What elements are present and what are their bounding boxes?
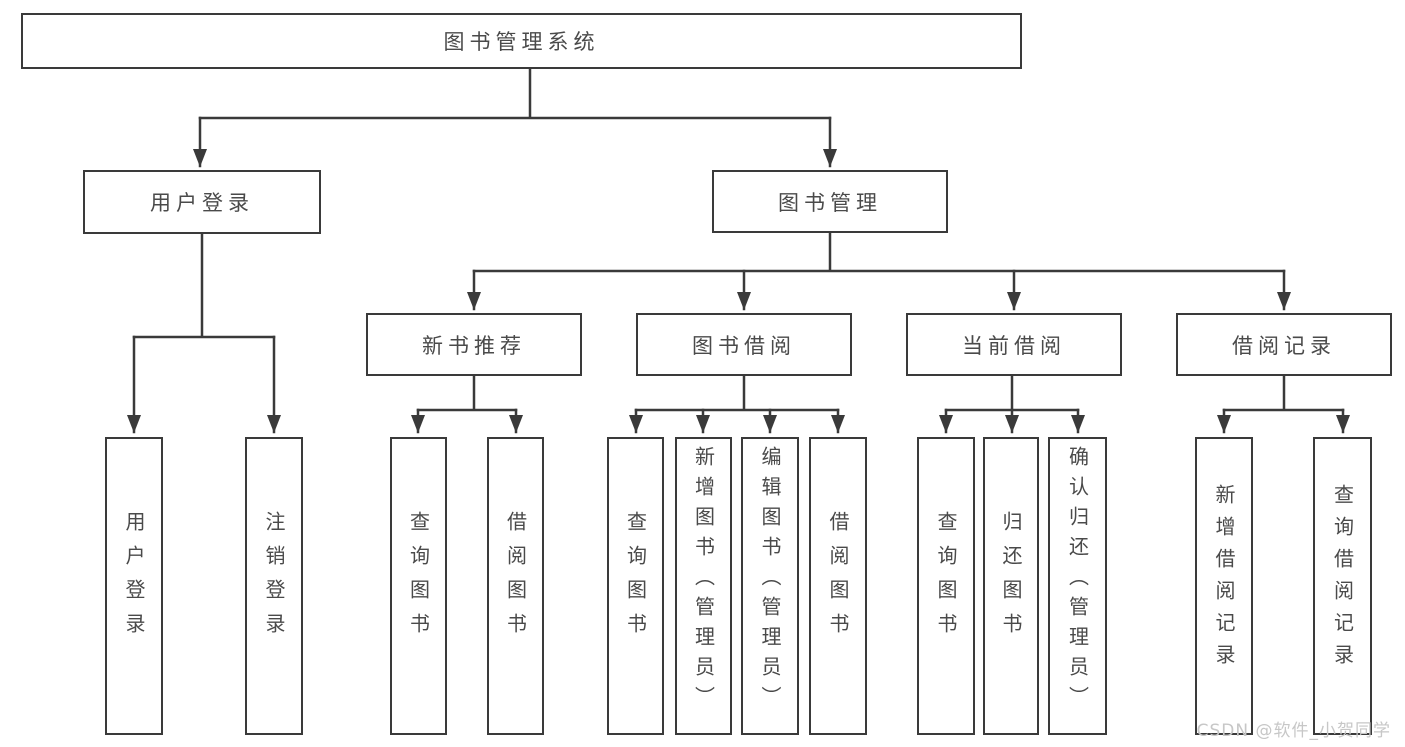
node-user-login-label: 用户登录 [150, 191, 254, 215]
node-user-login: 用户登录 [83, 170, 321, 234]
leaf-edit-book-admin: 编辑图书（管理员） [741, 437, 799, 735]
leaf-query-books-borrow-label: 查询图书 [623, 511, 648, 647]
leaf-logout-label: 注销登录 [262, 511, 286, 647]
connector-borrow-records-split [1217, 374, 1350, 434]
connector-book-borrow-split [629, 374, 845, 434]
node-book-borrow: 图书借阅 [636, 313, 852, 376]
leaf-add-book-admin: 新增图书（管理员） [675, 437, 732, 735]
leaf-borrow-books-recommend: 借阅图书 [487, 437, 544, 735]
node-borrow-records: 借阅记录 [1176, 313, 1392, 376]
leaf-query-borrow-record: 查询借阅记录 [1313, 437, 1372, 735]
leaf-query-borrow-record-label: 查询借阅记录 [1330, 484, 1355, 676]
leaf-add-borrow-record-label: 新增借阅记录 [1212, 484, 1236, 676]
node-book-borrow-label: 图书借阅 [692, 333, 796, 358]
leaf-logout: 注销登录 [245, 437, 303, 735]
leaf-borrow-books-recommend-label: 借阅图书 [503, 511, 528, 647]
node-new-book-recommend-label: 新书推荐 [422, 333, 526, 358]
connector-root-split [193, 66, 837, 168]
leaf-user-login-label: 用户登录 [122, 511, 146, 647]
leaf-confirm-return-admin-label: 确认归还（管理员） [1065, 446, 1090, 716]
node-current-borrow: 当前借阅 [906, 313, 1122, 376]
node-root-label: 图书管理系统 [443, 30, 600, 54]
leaf-confirm-return-admin: 确认归还（管理员） [1048, 437, 1107, 735]
leaf-query-books-borrow: 查询图书 [607, 437, 664, 735]
node-book-management: 图书管理 [712, 170, 948, 233]
leaf-edit-book-admin-label: 编辑图书（管理员） [758, 446, 782, 716]
leaf-borrow-books: 借阅图书 [809, 437, 867, 735]
leaf-query-books-current: 查询图书 [917, 437, 975, 735]
leaf-query-books-current-label: 查询图书 [934, 511, 958, 647]
connector-book-management-split [467, 231, 1291, 311]
leaf-query-books-recommend-label: 查询图书 [406, 511, 431, 647]
leaf-return-book: 归还图书 [983, 437, 1039, 735]
watermark: CSDN @软件_小贺同学 [1196, 721, 1391, 741]
node-current-borrow-label: 当前借阅 [962, 333, 1066, 358]
node-root: 图书管理系统 [21, 13, 1022, 69]
node-new-book-recommend: 新书推荐 [366, 313, 582, 376]
leaf-add-book-admin-label: 新增图书（管理员） [691, 446, 716, 716]
leaf-add-borrow-record: 新增借阅记录 [1195, 437, 1253, 735]
leaf-borrow-books-label: 借阅图书 [826, 511, 850, 647]
node-borrow-records-label: 借阅记录 [1232, 333, 1336, 358]
leaf-query-books-recommend: 查询图书 [390, 437, 447, 735]
connector-new-book-recommend-split [411, 374, 523, 434]
leaf-user-login: 用户登录 [105, 437, 163, 735]
node-book-management-label: 图书管理 [778, 190, 882, 215]
connector-current-borrow-split [939, 374, 1085, 434]
connector-user-login-split [127, 232, 281, 434]
leaf-return-book-label: 归还图书 [999, 511, 1023, 647]
